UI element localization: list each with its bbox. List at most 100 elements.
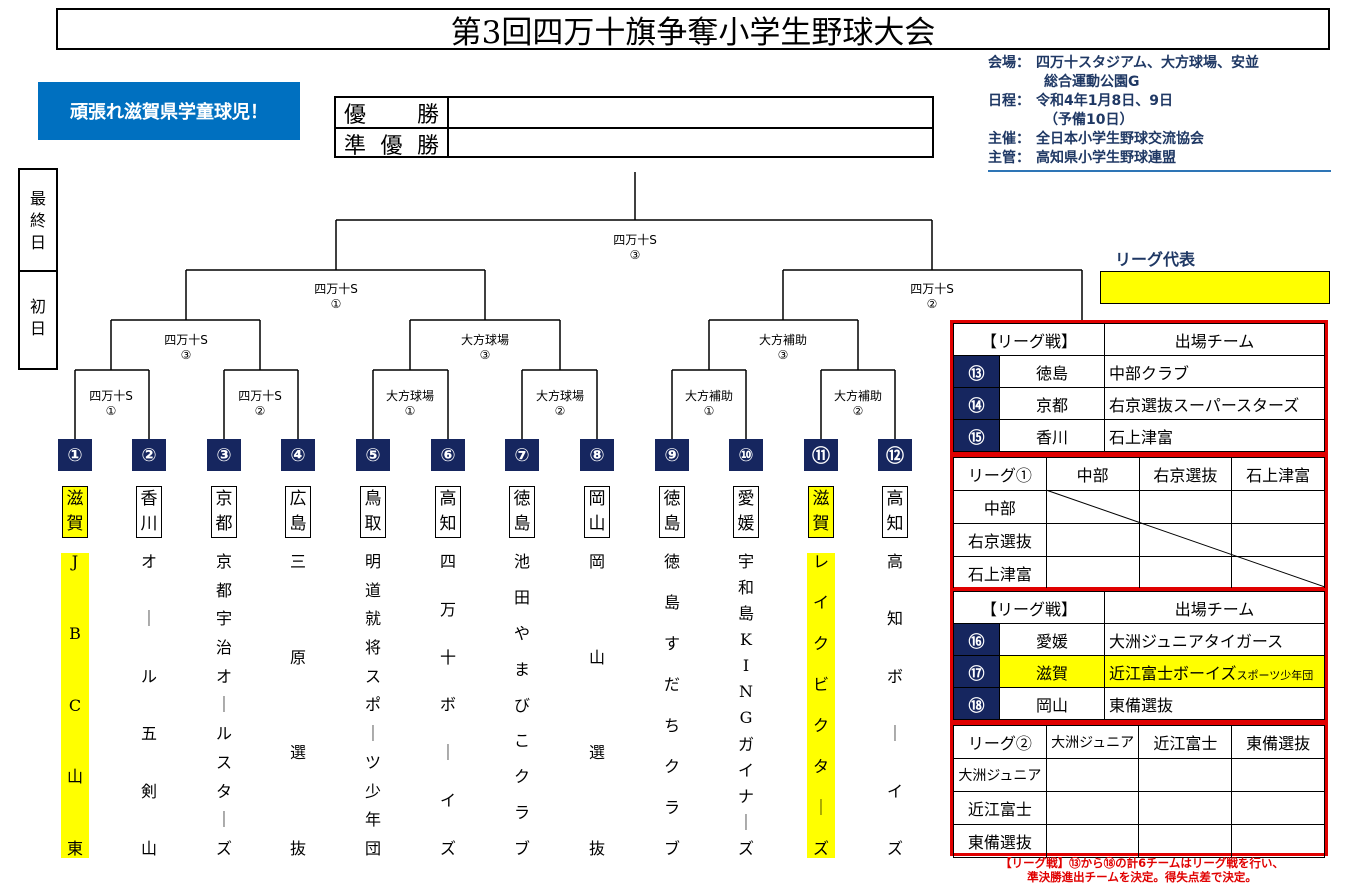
team-prefecture: 徳島 (509, 486, 535, 538)
team-name-char: 高 (886, 552, 903, 571)
team-name-char: ズ (439, 838, 456, 858)
winner-label: 優 勝 (336, 98, 449, 128)
league-grid-cell[interactable] (1045, 758, 1140, 792)
entry-team-name: 大洲ジュニアタイガース (1109, 631, 1284, 651)
team-number-badge: ④ (281, 439, 315, 471)
entry-number-badge: ⑱ (953, 687, 1000, 720)
league-grid-cell[interactable] (1045, 523, 1140, 557)
prefecture-char: 高 (886, 489, 904, 509)
winner-value (449, 98, 932, 127)
team-name-char: ナ (737, 786, 754, 806)
team-prefecture: 広島 (285, 486, 311, 538)
team-name-char: 東 (66, 839, 83, 858)
team-number-badge: ② (132, 439, 166, 471)
league-grid-cell[interactable] (1045, 791, 1140, 825)
league-grid-cell[interactable] (1138, 490, 1233, 524)
league-grid-cell[interactable] (1231, 758, 1325, 792)
entry-team-suffix: スポーツ少年団 (1236, 668, 1314, 682)
team-name-char: 四 (439, 552, 456, 571)
team-name: 高知ボ｜イズ (881, 553, 909, 858)
match-venue: 四万十S (910, 282, 954, 296)
team-name-char: 都 (215, 580, 232, 600)
team-prefecture: 滋賀 (808, 486, 834, 538)
league-grid-cell[interactable] (1231, 791, 1325, 825)
entry-prefecture: 徳島 (999, 355, 1105, 388)
team-name-char: 治 (215, 638, 232, 658)
team-number-badge: ⑪ (804, 439, 838, 471)
info-value: 四万十スタジアム、大方球場、安並 (1036, 55, 1260, 71)
info-row: 会場：四万十スタジアム、大方球場、安並 (988, 54, 1333, 73)
team-number-badge: ⑫ (878, 439, 912, 471)
league-grid-cell[interactable] (1231, 556, 1325, 590)
team-name-char: 山 (588, 647, 605, 667)
league-rep-label: リーグ代表 (1115, 250, 1196, 269)
team-name-char: び (513, 695, 530, 715)
team-name-char: イ (886, 781, 903, 801)
final-day-char: 日 (29, 233, 46, 252)
team-name-char: 池 (513, 552, 530, 571)
entry-team-name: 石上津富 (1109, 427, 1174, 447)
prefecture-char: 山 (588, 514, 606, 534)
page-title: 第3回四万十旗争奪小学生野球大会 (56, 8, 1330, 51)
entry-number-badge: ⑰ (953, 655, 1000, 688)
team-name-char: 剣 (140, 781, 157, 801)
team-name-char: 知 (886, 609, 903, 629)
team-prefecture: 高知 (435, 486, 461, 538)
runnerup-label-char: 準 (344, 133, 367, 159)
info-value: 令和4年1月8日、9日 (1036, 93, 1173, 109)
team-name-char: タ (812, 757, 829, 776)
team-name-char: 十 (439, 647, 456, 667)
prefecture-char: 京 (215, 489, 233, 509)
league-grid-cell[interactable] (1138, 824, 1233, 858)
team-name-char: K (740, 630, 752, 650)
final-day-char: 終 (29, 211, 46, 230)
team-name-char: イ (439, 791, 456, 811)
team-name-char: 将 (364, 638, 381, 658)
match-venue: 大方補助 (758, 333, 807, 347)
league-grid-cell[interactable] (1138, 758, 1233, 792)
match-venue: 四万十S (164, 333, 208, 347)
team-name-char: 道 (364, 580, 381, 600)
team-name: 三原選抜 (284, 553, 312, 858)
league-grid-cell[interactable] (1231, 490, 1325, 524)
team-name-char: I (742, 656, 750, 676)
league-grid-row-label: 右京選抜 (953, 523, 1047, 557)
league-grid-row-label: 大洲ジュニア (953, 758, 1047, 792)
entry-prefecture: 滋賀 (999, 655, 1105, 688)
entry-team-name: 中部クラブ (1109, 363, 1190, 383)
info-key: 主催： (988, 131, 1030, 147)
team-prefecture: 徳島 (659, 486, 685, 538)
prefecture-char: 島 (663, 514, 681, 534)
prefecture-char: 媛 (737, 514, 755, 534)
info-row: （予備10日） (988, 111, 1333, 130)
match-number: ① (404, 404, 416, 418)
entry-team-name: 近江富士ボーイズ (1109, 663, 1237, 683)
league-grid-header-cell: 中部 (1045, 457, 1140, 491)
team-name-char: 宇 (737, 552, 754, 571)
league-grid-cell[interactable] (1045, 824, 1140, 858)
league-grid-row: 近江富士 (953, 791, 1325, 825)
team-number-badge: ⑥ (431, 439, 465, 471)
league-grid-cell[interactable] (1231, 824, 1325, 858)
league-grid-cell[interactable] (1231, 523, 1325, 557)
team-name-char: ｜ (812, 798, 829, 817)
team-name-char: イ (812, 593, 829, 612)
team-name-char: 島 (737, 604, 754, 624)
match-venue: 四万十S (89, 389, 133, 403)
prefecture-char: 賀 (812, 514, 830, 534)
team-number-badge: ⑩ (729, 439, 763, 471)
prefecture-char: 川 (140, 514, 158, 534)
team-name-char: ポ (364, 695, 381, 715)
league-grid-cell[interactable] (1138, 791, 1233, 825)
winner-label-char: 優 (344, 102, 367, 128)
league-grid-row-label: 東備選抜 (953, 824, 1047, 858)
